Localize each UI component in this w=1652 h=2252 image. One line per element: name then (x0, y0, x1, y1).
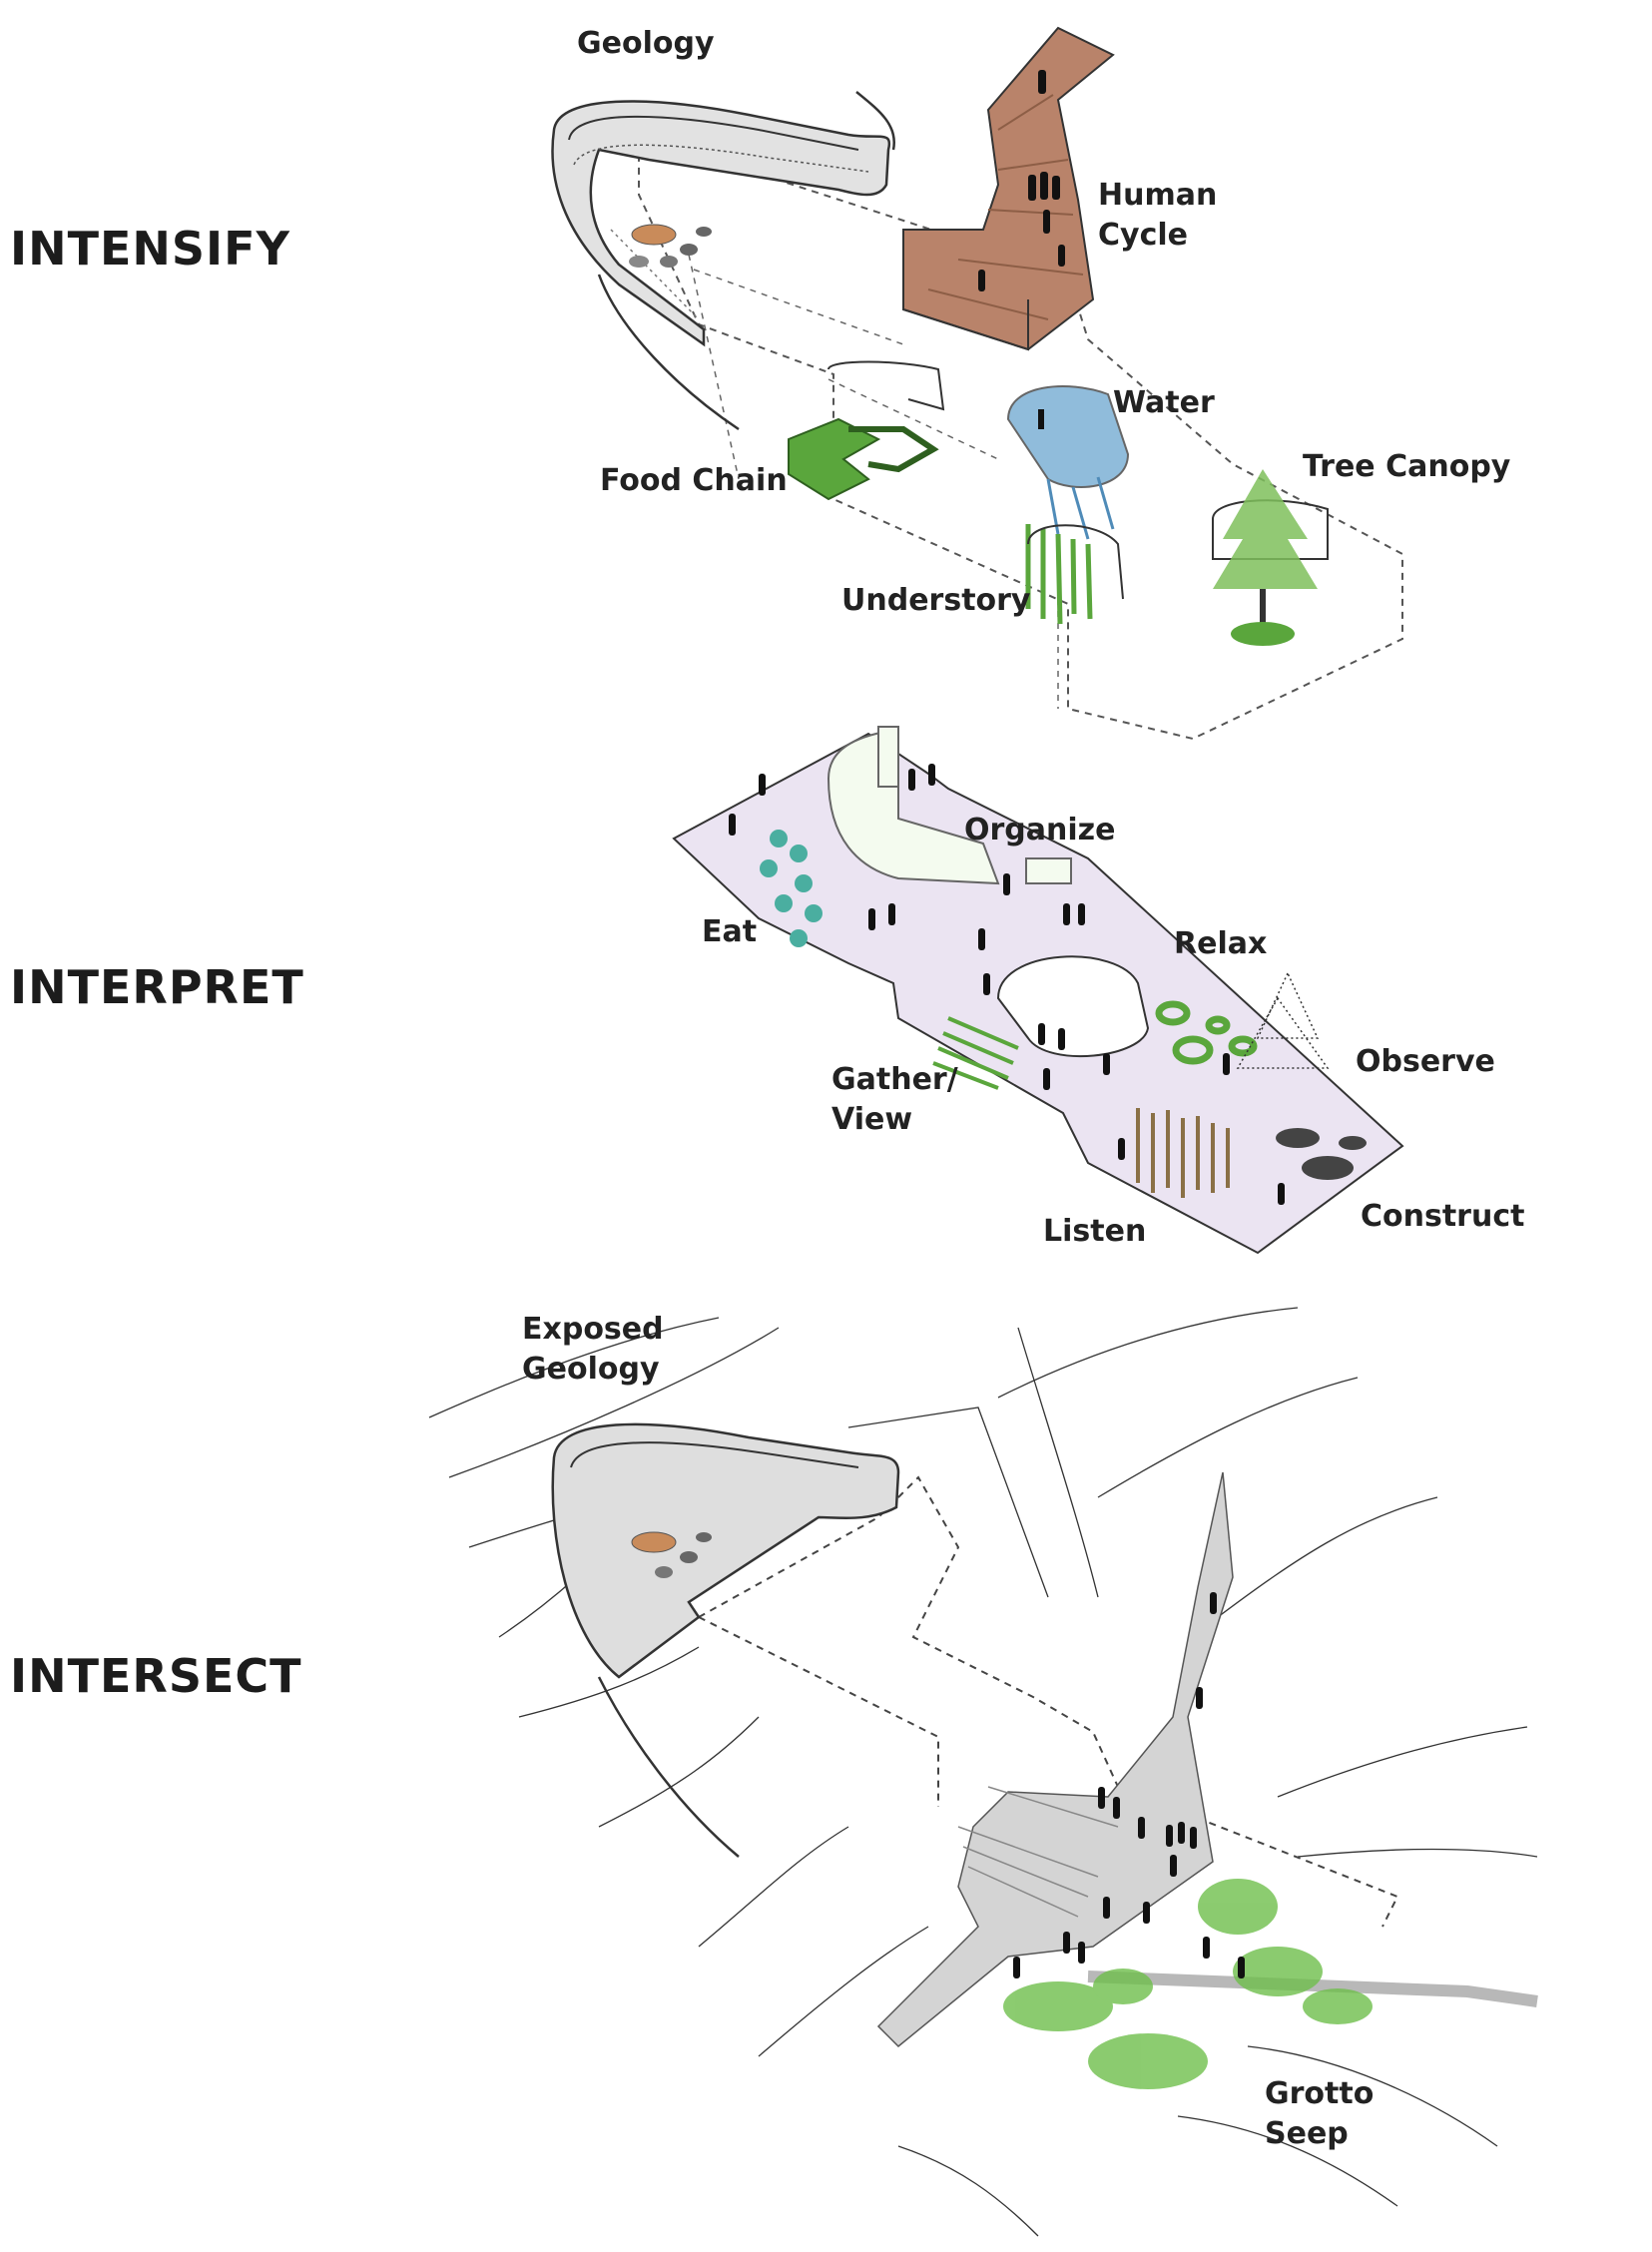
label-relax: Relax (1174, 926, 1268, 961)
label-tree-canopy: Tree Canopy (1303, 449, 1511, 484)
label-observe: Observe (1356, 1044, 1495, 1079)
label-organize: Organize (964, 813, 1116, 847)
food-chain-planter (788, 360, 945, 501)
label-food-chain: Food Chain (600, 463, 788, 498)
construct-nests (1276, 1128, 1367, 1180)
grotto-vegetation (1003, 1879, 1373, 2089)
intersect-diagram (428, 1307, 1538, 2237)
water-ribbon (1006, 385, 1130, 540)
relax-rings (1155, 1000, 1258, 1065)
label-grotto-seep: Grotto Seep (1265, 2076, 1375, 2151)
exposed-geology-wall (551, 1422, 900, 1858)
human-cycle-people (978, 70, 1065, 291)
amphitheater-path (876, 1471, 1538, 2048)
listen-poles (1136, 1108, 1230, 1198)
organize-structure (826, 726, 1072, 885)
section-title-intensify: INTENSIFY (10, 222, 290, 276)
label-understory: Understory (841, 583, 1031, 618)
section-title-interpret: INTERPRET (10, 960, 304, 1014)
label-construct: Construct (1361, 1199, 1525, 1234)
interpret-diagram (672, 726, 1404, 1255)
intersect-people (1013, 1592, 1245, 1978)
observe-tree (1236, 971, 1330, 1069)
label-exposed-geology: Exposed Geology (522, 1312, 664, 1387)
label-human-cycle: Human Cycle (1098, 178, 1218, 253)
label-gather-view: Gather/ View (831, 1062, 958, 1137)
tree-canopy (1212, 469, 1329, 646)
human-cycle-boardwalk (902, 26, 1115, 351)
eat-tables (760, 830, 823, 947)
gather-seating (932, 1016, 1019, 1090)
section-title-intersect: INTERSECT (10, 1649, 302, 1703)
label-geology: Geology (577, 26, 715, 61)
interpret-people (729, 764, 1285, 1205)
interpret-courtyard (996, 955, 1150, 1058)
intensify-diagram (551, 26, 1403, 741)
understory-plants (1025, 524, 1124, 625)
label-water: Water (1113, 385, 1215, 420)
label-listen: Listen (1043, 1214, 1147, 1249)
label-eat: Eat (702, 914, 758, 949)
geology-wall (551, 91, 896, 431)
